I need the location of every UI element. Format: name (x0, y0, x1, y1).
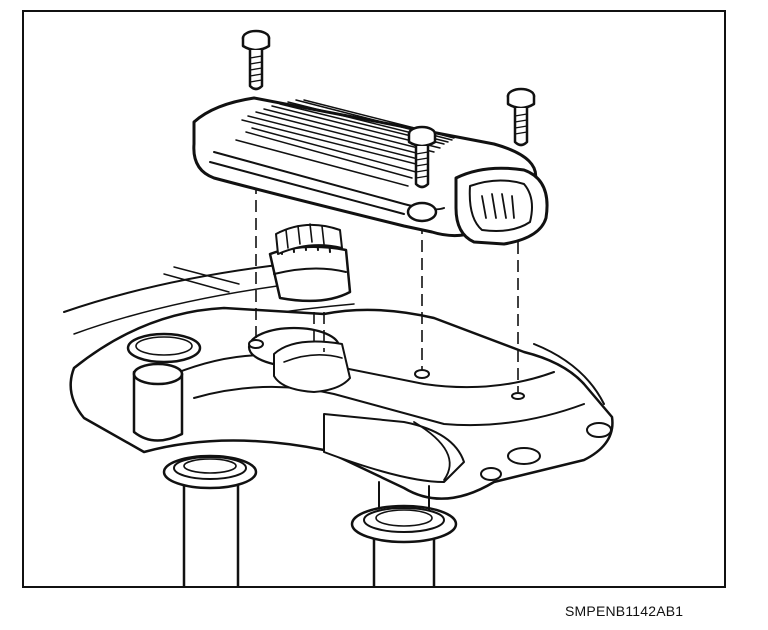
engine-base (63, 259, 614, 500)
ignition-coil-tube-left (162, 454, 258, 586)
ignition-coil-tube-right (350, 481, 458, 586)
ignition-control-module (192, 96, 549, 246)
bolt-left (241, 29, 271, 91)
harness-connector (268, 223, 352, 303)
bolt-right (506, 87, 536, 147)
illustration-frame (22, 10, 726, 588)
bolt-center (407, 125, 437, 189)
exploded-view-illustration (63, 29, 614, 586)
figure-caption: SMPENB1142AB1 (565, 603, 684, 619)
alignment-lines (255, 182, 519, 392)
